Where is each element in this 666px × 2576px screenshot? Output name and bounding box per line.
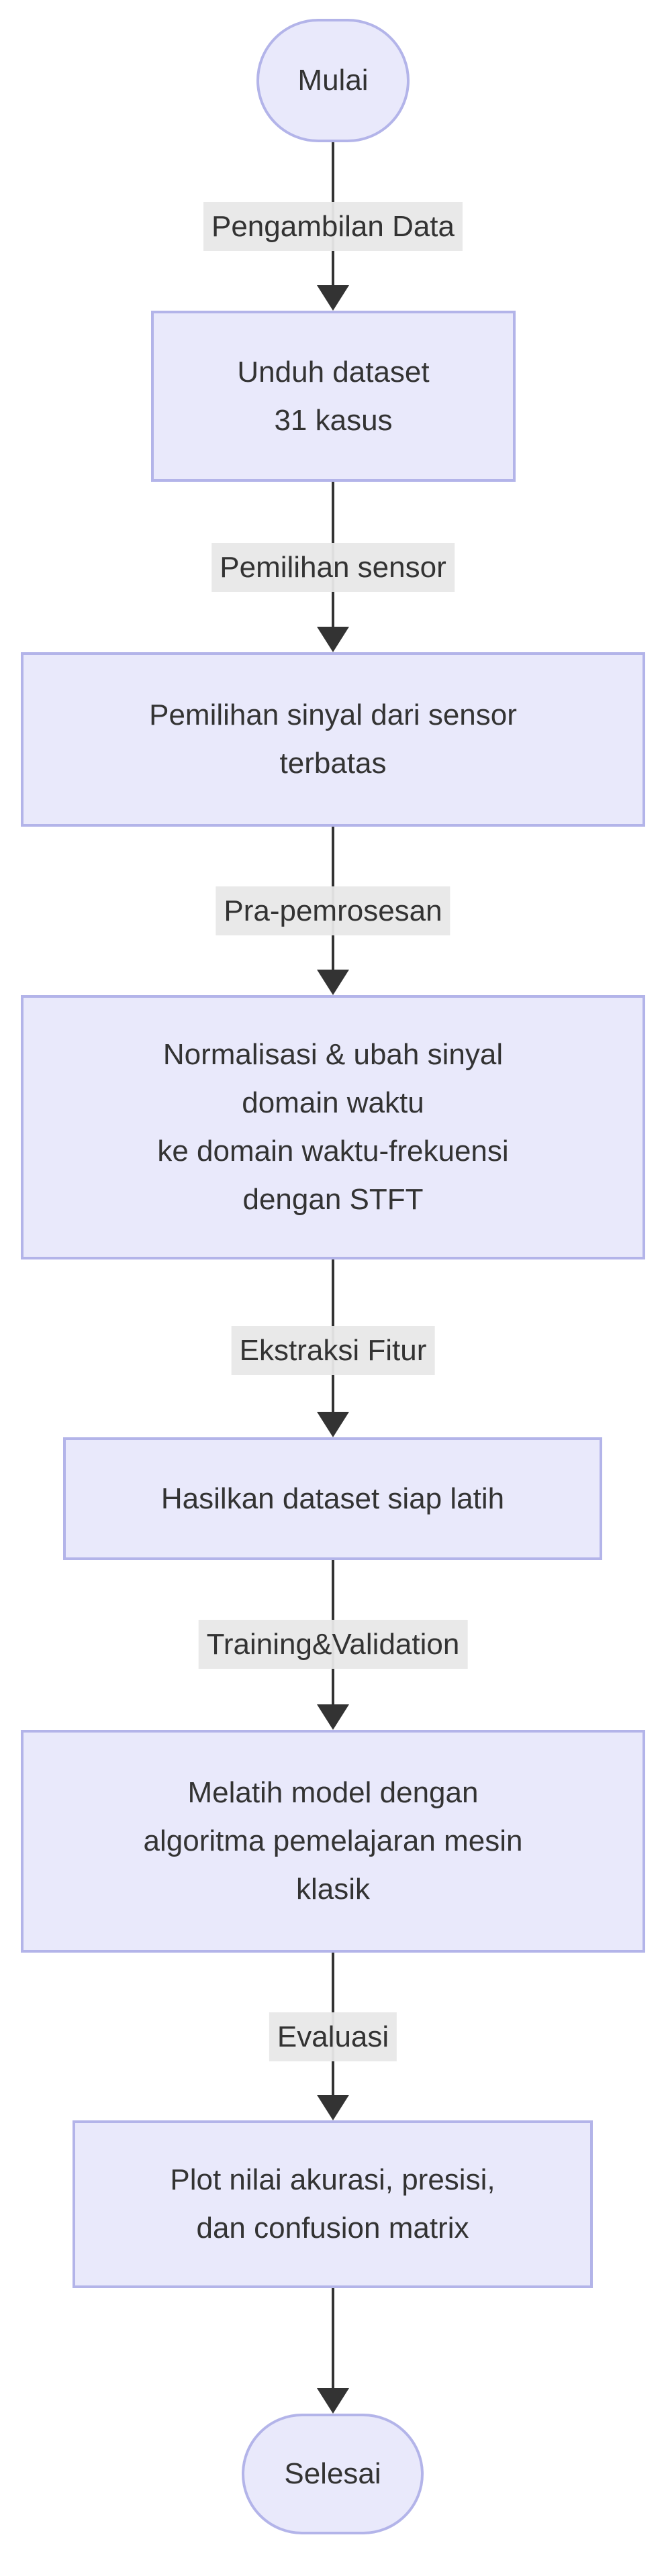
edge-label-pra-pemrosesan: Pra-pemrosesan: [216, 886, 450, 935]
arrowhead-icon: [317, 2095, 349, 2120]
node-pemilihan-sinyal: Pemilihan sinyal dari sensor terbatas: [21, 652, 645, 827]
node-melatih-model: Melatih model dengan algoritma pemelajar…: [21, 1730, 645, 1953]
edge-label-pemilihan-sensor: Pemilihan sensor: [211, 543, 455, 592]
node-unduh-dataset: Unduh dataset 31 kasus: [151, 311, 516, 482]
node-hasilkan-dataset: Hasilkan dataset siap latih: [63, 1437, 602, 1560]
edge-plot-to-end: [332, 2288, 334, 2393]
edge-label-ekstraksi-fitur: Ekstraksi Fitur: [231, 1326, 435, 1375]
arrowhead-icon: [317, 1412, 349, 1437]
edge-label-training-validation: Training&Validation: [198, 1620, 468, 1669]
node-end-selesai: Selesai: [242, 2414, 424, 2534]
arrowhead-icon: [317, 285, 349, 311]
node-normalisasi-stft: Normalisasi & ubah sinyal domain waktu k…: [21, 995, 645, 1259]
arrowhead-icon: [317, 1704, 349, 1730]
node-start-mulai: Mulai: [256, 19, 410, 142]
node-plot-evaluasi: Plot nilai akurasi, presisi, dan confusi…: [73, 2120, 593, 2288]
arrowhead-icon: [317, 970, 349, 995]
edge-label-pengambilan-data: Pengambilan Data: [203, 202, 463, 251]
edge-label-evaluasi: Evaluasi: [269, 2012, 397, 2061]
arrowhead-icon: [317, 627, 349, 652]
arrowhead-icon: [317, 2388, 349, 2414]
